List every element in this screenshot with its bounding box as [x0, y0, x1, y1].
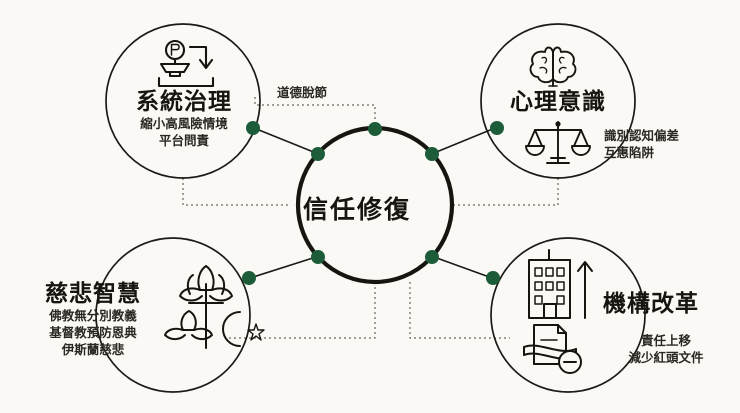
spoke-to-compassion-wisdom	[249, 256, 317, 279]
dotted-connectors	[182, 97, 559, 339]
dot-center-top	[368, 122, 382, 136]
node-circle-psychological-awareness	[480, 23, 636, 179]
dot-center-upper-left	[311, 147, 325, 161]
dot-center-upper-right	[425, 147, 439, 161]
red-tape-reduction-icon	[523, 324, 582, 374]
dotted-moral-disconnect-path	[254, 97, 376, 130]
brain-icon	[529, 46, 577, 87]
dotted-bottom-right-branch	[409, 282, 510, 339]
dotted-right-branch	[452, 178, 559, 206]
dot-node-psychological-awareness	[490, 121, 504, 135]
dot-center-lower-left	[311, 250, 325, 264]
dot-node-system-governance	[246, 121, 260, 135]
solid-spokes	[249, 127, 496, 279]
spoke-to-psychological-awareness	[433, 127, 496, 154]
node-circle-system-governance	[105, 23, 261, 179]
spoke-to-system-governance	[253, 127, 317, 154]
node-circle-institutional-reform	[490, 237, 646, 393]
balance-scale-icon	[525, 121, 591, 164]
dot-node-institutional-reform	[486, 271, 500, 285]
building-up-arrow-icon	[528, 249, 593, 319]
lotus-cross-crescent-icon	[164, 265, 265, 349]
dot-center-lower-right	[425, 250, 439, 264]
junction-dots	[242, 121, 504, 285]
platform-accountability-icon	[157, 39, 215, 88]
dotted-bottom-left-branch	[228, 282, 376, 339]
dot-node-compassion-wisdom	[242, 271, 256, 285]
node-circle-compassion-wisdom	[95, 237, 251, 393]
dotted-left-branch	[182, 178, 290, 206]
spoke-to-institutional-reform	[433, 256, 493, 279]
